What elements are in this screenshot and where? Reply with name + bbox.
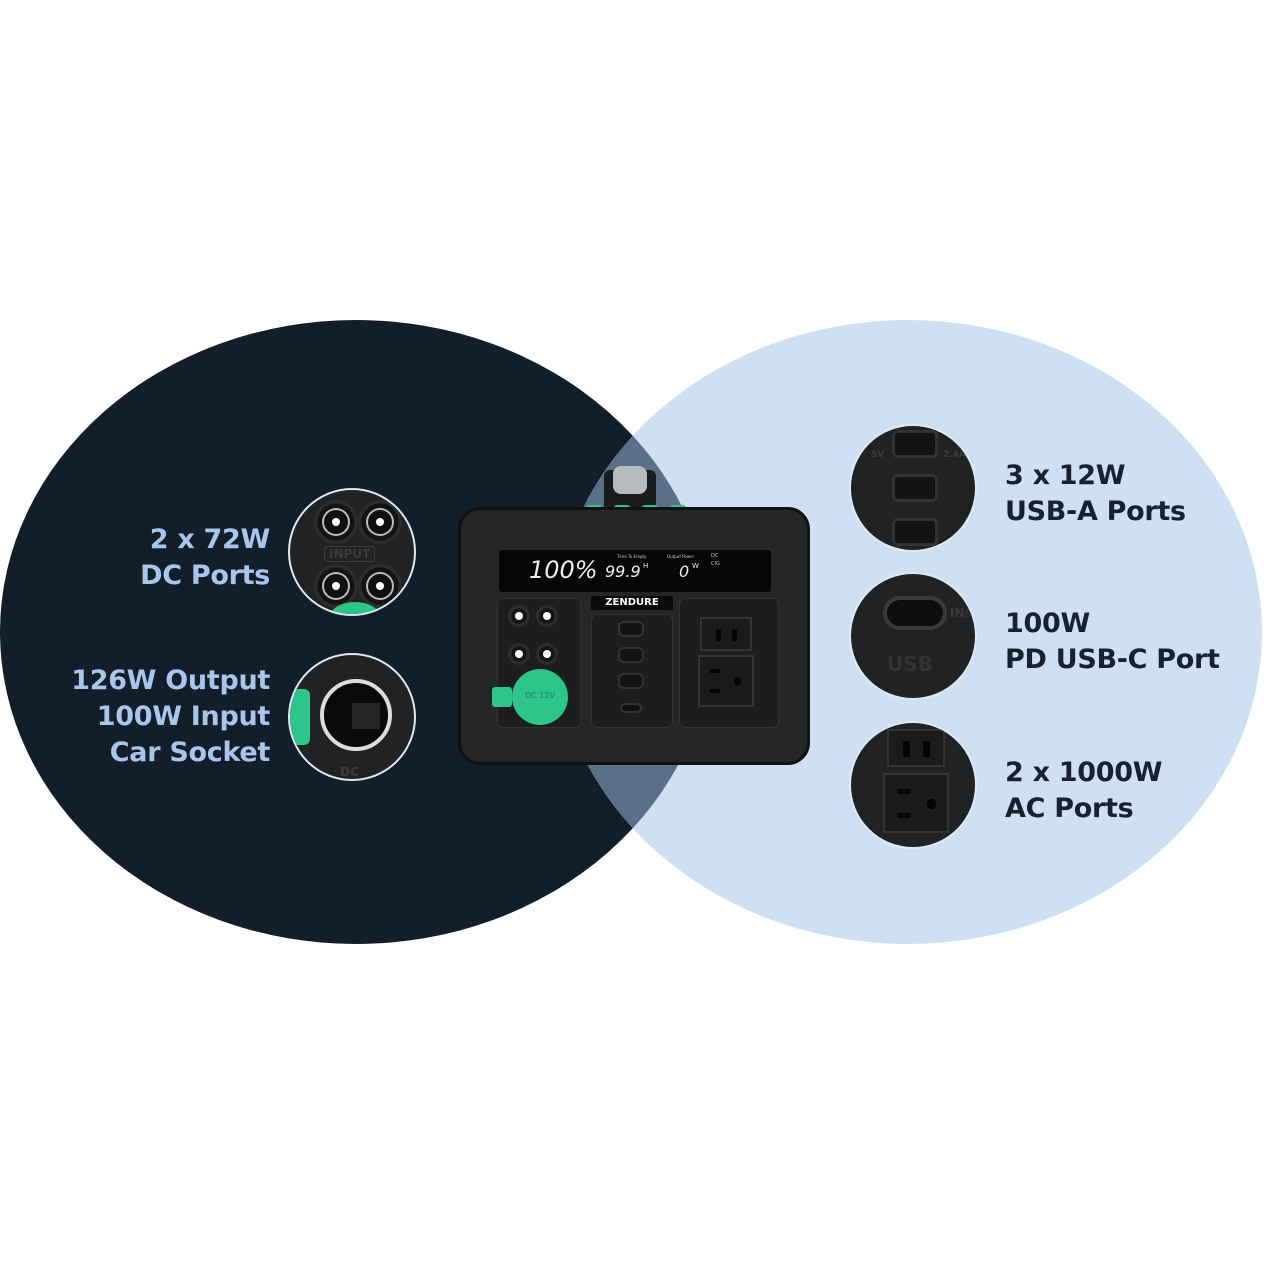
label-line: USB-A Ports (1005, 496, 1186, 527)
dc-panel: DC 12V (492, 598, 581, 728)
usb-voltage: 5V (871, 450, 885, 460)
time-label: Time To Empty (617, 554, 647, 559)
label-line: 2 x 1000W (1005, 757, 1163, 788)
label-line: Car Socket (109, 737, 271, 768)
usb-panel (591, 614, 673, 728)
mode-cig: CIG (711, 561, 720, 567)
dc-tag: DC (340, 765, 359, 779)
ac-outlet-closeup-icon (849, 721, 977, 849)
power-unit: W (692, 562, 699, 570)
time-value: 99.9 (605, 562, 641, 581)
brand-logo: ZENDURE (591, 596, 673, 610)
car-socket-label: 126W Output 100W Input Car Socket (71, 663, 270, 771)
dc-ports-label: 2 x 72W DC Ports (140, 522, 270, 594)
usb-tag: USB (887, 652, 933, 676)
label-line: AC Ports (1005, 793, 1134, 824)
dc-ports-closeup-icon: INPUT (288, 488, 416, 616)
power-station: 100% Time To Empty 99.9 H Output Power 0… (458, 507, 810, 765)
power-label: Output Power (667, 554, 695, 559)
label-line: 126W Output (71, 665, 270, 696)
usb-a-closeup-icon: 5V 2.4A (849, 424, 977, 552)
usb-c-in-out-label: IN/OUT (950, 606, 975, 620)
usb-c-label: 100W PD USB-C Port (1005, 606, 1220, 678)
usb-current: 2.4A (943, 450, 966, 460)
label-line: DC Ports (140, 560, 270, 591)
car-socket-closeup-icon: DC (288, 653, 416, 781)
label-line: 100W (1005, 608, 1090, 639)
label-line: PD USB-C Port (1005, 644, 1220, 675)
car-socket-cap[interactable]: DC 12V (512, 669, 568, 725)
ac-label: 2 x 1000W AC Ports (1005, 755, 1163, 827)
time-unit: H (643, 562, 649, 570)
mode-dc: DC (711, 553, 719, 559)
label-line: 3 x 12W (1005, 460, 1126, 491)
battery-percent: 100% (529, 556, 598, 584)
label-line: 2 x 72W (149, 524, 271, 555)
power-value: 0 (679, 562, 690, 581)
lcd-display: 100% Time To Empty 99.9 H Output Power 0… (499, 550, 771, 592)
label-line: 100W Input (96, 701, 271, 732)
usb-a-label: 3 x 12W USB-A Ports (1005, 458, 1186, 530)
input-circle (0, 320, 712, 944)
ac-panel (679, 598, 779, 728)
usb-c-closeup-icon: IN/OUT USB (849, 572, 977, 700)
input-tag: INPUT (324, 546, 376, 562)
car-socket-cap-label: DC 12V (525, 691, 555, 700)
